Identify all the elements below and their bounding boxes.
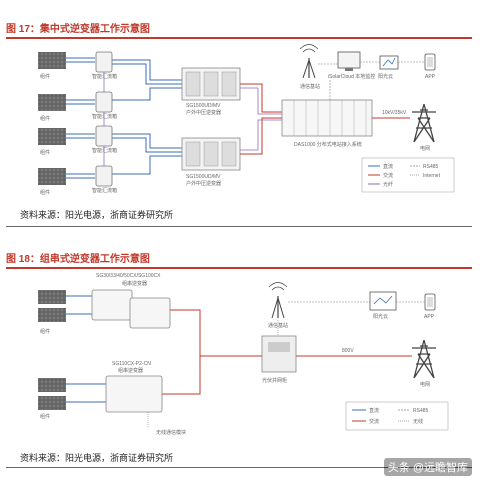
inverter-name: 户外中压逆变器	[186, 109, 221, 116]
voltage-label: 800V	[342, 348, 354, 354]
figure-17-diagram: 组件 组件 组件 组件 智能汇流箱 智能汇流箱 智能汇流箱 智能汇流箱	[38, 44, 455, 196]
legend-label: 交流	[369, 418, 379, 425]
phone-icon	[424, 293, 436, 311]
pv-module-group	[38, 52, 66, 185]
grid-label: 电网	[420, 381, 430, 388]
inverter-model: SG1500UD/MV	[186, 174, 221, 180]
combiner-label: 智能汇流箱	[92, 73, 117, 80]
legend-label: RS485	[423, 164, 439, 170]
monitor-label: iSolarCloud 本地监控	[328, 73, 375, 80]
legend-label: RS485	[413, 408, 429, 414]
sg110cx-inverter	[105, 375, 163, 413]
station-label: 通信基站	[268, 322, 288, 329]
legend-box	[361, 157, 455, 193]
inverter-model: SG1500UD/MV	[186, 103, 221, 109]
module-label: 组件	[40, 328, 50, 335]
cloud-icon	[369, 291, 397, 311]
monitor-icon	[337, 51, 361, 71]
grid-label: 电网	[420, 145, 430, 152]
module-label: 组件	[40, 115, 50, 122]
string-inverter-name: 组串逆变器	[122, 280, 147, 287]
module-label: 组件	[40, 413, 50, 420]
wireless-module-label: 无线通信模块	[156, 429, 186, 436]
inverter-name: 户外中压逆变器	[186, 180, 221, 187]
module-label: 组件	[40, 189, 50, 196]
combiner-label: 智能汇流箱	[92, 147, 117, 154]
sg110-name: 组串逆变器	[118, 367, 143, 374]
legend-box	[345, 401, 449, 431]
das1000-cabinet	[281, 99, 373, 137]
communication-station-icon	[299, 44, 319, 79]
legend-label: 交流	[383, 172, 393, 179]
gateway-label: 光伏并网柜	[262, 377, 287, 384]
legend-label: 直流	[369, 407, 379, 414]
figure-18-source: 资料来源：阳光电源，浙商证券研究所	[20, 454, 174, 464]
cloud-icon	[379, 55, 399, 70]
grid-tower-icon	[411, 103, 437, 143]
cloud-label: 阳光云	[378, 73, 393, 80]
figure-18-divider	[6, 467, 472, 468]
central-inverter	[181, 67, 241, 101]
app-label: APP	[424, 314, 435, 320]
figure-17-title: 图 17：集中式逆变器工作示意图	[6, 20, 472, 39]
module-label: 组件	[40, 149, 50, 156]
combiner-box-group	[95, 51, 113, 187]
voltage-label: 10kV/35kV	[382, 110, 407, 116]
legend-label: 无线	[413, 418, 423, 425]
cloud-label: 阳光云	[373, 313, 388, 320]
combiner-label: 智能汇流箱	[92, 113, 117, 120]
figure-17-source: 资料来源：阳光电源，浙商证券研究所	[20, 211, 174, 221]
sg110-model: SG110CX-P2-CN	[112, 361, 151, 367]
figure-18-diagram: 组件 组件 SG30/33/40/50CX/SG100CX 组串逆变器 SG11…	[38, 273, 449, 436]
legend-label: 直流	[383, 163, 393, 170]
string-inverter-models: SG30/33/40/50CX/SG100CX	[96, 273, 161, 279]
comm-links	[318, 61, 425, 100]
legend-label: 光纤	[383, 181, 393, 188]
watermark: 头条 @远瞻智库	[383, 458, 472, 476]
figure-17-divider	[6, 226, 472, 227]
combiner-label: 智能汇流箱	[92, 187, 117, 194]
phone-icon	[424, 53, 436, 71]
communication-station-icon	[268, 282, 288, 319]
ac-lines	[240, 83, 282, 155]
grid-tower-icon	[411, 339, 437, 379]
dc-lines	[66, 57, 95, 179]
pv-gateway-cabinet	[261, 335, 297, 373]
dc-trunk-lines	[112, 59, 182, 175]
figure-18-title: 图 18：组串式逆变器工作示意图	[6, 250, 472, 269]
module-label: 组件	[40, 73, 50, 80]
station-label: 通信基站	[300, 83, 320, 90]
string-inverter	[91, 289, 171, 329]
pv-module-group	[38, 290, 66, 410]
legend-label: Internet	[423, 173, 441, 179]
central-inverter	[181, 137, 241, 171]
app-label: APP	[425, 74, 436, 80]
ac-lines	[162, 309, 412, 395]
das-label: DAS1000 分布式电站接入系统	[294, 141, 362, 148]
